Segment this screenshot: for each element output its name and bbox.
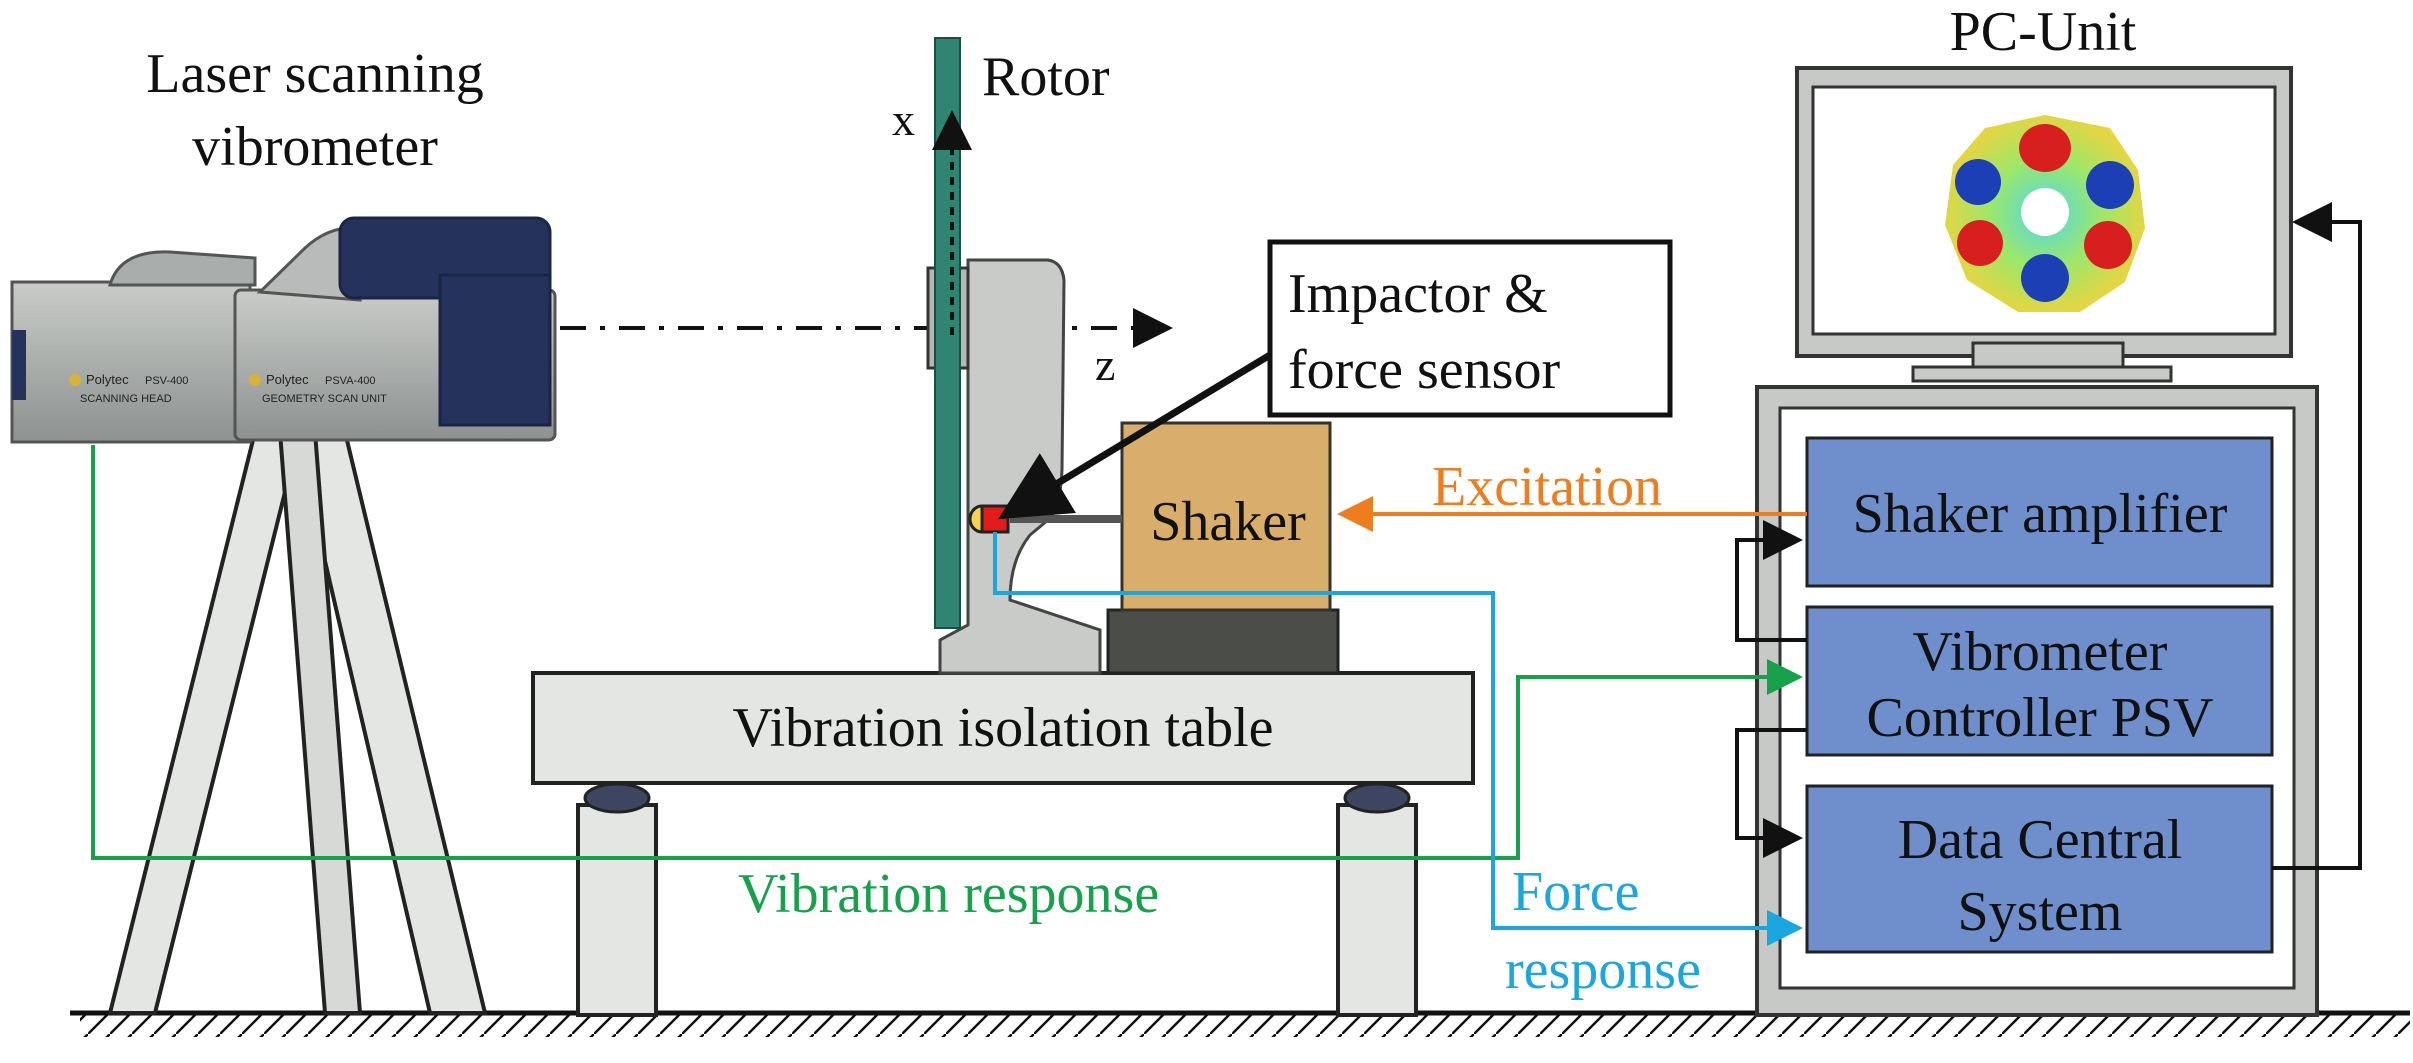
vibrometer-label-line1: Laser scanning xyxy=(146,43,483,105)
data-central-label-line2: System xyxy=(1958,881,2123,943)
force-response-line xyxy=(993,532,1803,946)
force-response-label-line1: Force xyxy=(1512,861,1640,923)
rotor-label: Rotor xyxy=(982,46,1110,108)
shaker-amplifier-module xyxy=(1805,436,2274,588)
force-sensor xyxy=(968,504,1010,534)
head-name: SCANNING HEAD xyxy=(80,393,172,405)
rotor xyxy=(934,37,961,629)
x-axis-label: x xyxy=(892,94,915,145)
internal-connectors xyxy=(1735,202,2362,870)
impactor-label-line1: Impactor & xyxy=(1288,263,1548,325)
mode-shape-plot xyxy=(1935,103,2155,323)
tripod xyxy=(107,430,488,1015)
impactor-label-line2: force sensor xyxy=(1288,339,1560,401)
vibrometer-label-line2: vibrometer xyxy=(192,116,438,178)
unit-logo-icon xyxy=(249,374,261,386)
isolation-table xyxy=(531,671,1475,1017)
excitation-label: Excitation xyxy=(1432,456,1662,518)
force-response-label-line2: response xyxy=(1505,939,1701,1001)
shaker-amplifier-label: Shaker amplifier xyxy=(1853,483,2228,545)
table-label: Vibration isolation table xyxy=(733,697,1274,759)
unit-name: GEOMETRY SCAN UNIT xyxy=(262,393,387,405)
impactor-callout-box xyxy=(1267,239,1673,418)
head-model: PSV-400 xyxy=(145,375,188,387)
pc-unit-label: PC-Unit xyxy=(1950,1,2137,63)
unit-model: PSVA-400 xyxy=(325,375,376,387)
head-brand: Polytec xyxy=(86,372,129,387)
controller-label-line1: Vibrometer xyxy=(1913,621,2168,683)
shaker-label: Shaker xyxy=(1150,491,1306,553)
head-logo-icon xyxy=(69,374,81,386)
laser-vibrometer-camera: Polytec PSV-400 SCANNING HEAD Polytec PS… xyxy=(10,216,557,444)
data-central-label-line1: Data Central xyxy=(1898,809,2183,871)
data-central-module xyxy=(1805,784,2274,954)
vibration-response-line xyxy=(91,445,1803,860)
z-axis-label: z xyxy=(1095,339,1115,390)
unit-brand: Polytec xyxy=(266,372,309,387)
vibration-response-label: Vibration response xyxy=(738,863,1159,925)
controller-label-line2: Controller PSV xyxy=(1867,687,2214,749)
impactor-pointer-arrow xyxy=(998,352,1272,520)
vibrometer-controller-module xyxy=(1805,605,2274,757)
